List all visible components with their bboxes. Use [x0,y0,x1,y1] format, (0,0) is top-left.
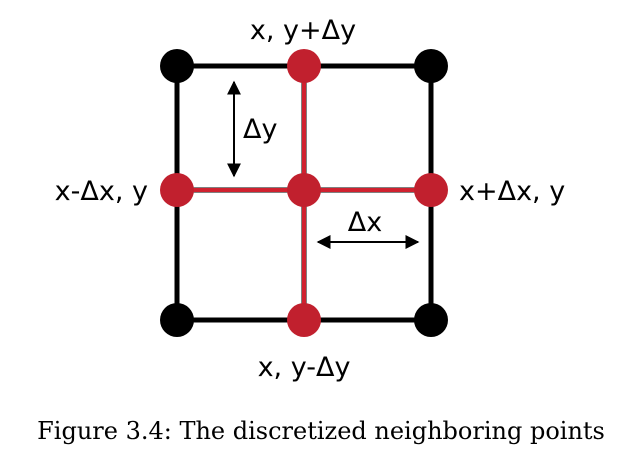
label-top-neighbor: x, y+Δy [250,15,356,46]
corner-node-bottom-left [160,303,194,337]
label-delta-y: Δy [243,114,277,145]
label-bottom-neighbor: x, y-Δy [258,352,351,383]
label-left-neighbor: x-Δx, y [55,176,148,207]
corner-node-top-left [160,49,194,83]
corner-node-top-right [414,49,448,83]
stencil-node-bottom [287,303,321,337]
label-right-neighbor: x+Δx, y [459,176,565,207]
label-delta-x: Δx [348,207,382,238]
figure-caption: Figure 3.4: The discretized neighboring … [37,417,605,445]
stencil-node-right [414,173,448,207]
stencil-node-center [287,173,321,207]
stencil-node-left [160,173,194,207]
stencil-node-top [287,49,321,83]
corner-node-bottom-right [414,303,448,337]
